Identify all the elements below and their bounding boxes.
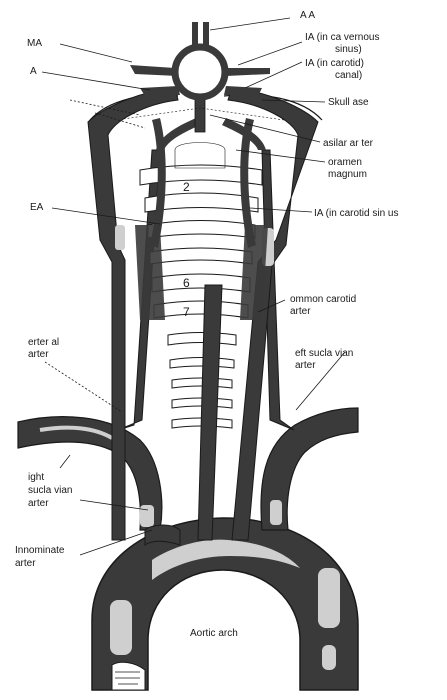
vertebra-label-c7: 7 xyxy=(183,305,190,319)
label-a: A xyxy=(30,66,37,77)
label-common-carotid-2: arter xyxy=(290,306,311,317)
label-basilar-artery: asilar ar ter xyxy=(323,138,374,149)
vertebra-label-c6: 6 xyxy=(183,276,190,290)
label-innominate-2: arter xyxy=(15,558,36,569)
label-common-carotid: ommon carotid xyxy=(290,294,356,305)
left-subclavian-artery xyxy=(261,408,358,530)
label-ia-carotid-sinus: IA (in carotid sin us xyxy=(314,208,398,219)
label-right-subclavian: ight xyxy=(28,472,44,483)
label-ia-carotid-canal: IA (in carotid) xyxy=(305,58,364,69)
label-a-a: A A xyxy=(300,10,315,21)
vertebra-outlines xyxy=(175,143,225,169)
aortic-arch xyxy=(92,518,358,690)
label-vertebral-artery-2: arter xyxy=(28,349,49,360)
label-right-subclavian-2: sucla vian xyxy=(28,485,72,496)
label-vertebral-artery: erter al xyxy=(28,337,59,348)
label-left-subclavian-2: arter xyxy=(295,360,316,371)
label-foramen: oramen xyxy=(328,157,362,168)
label-foramen-2: magnum xyxy=(328,169,367,180)
label-ia-cavernous-2: sinus) xyxy=(335,44,362,55)
vertebra-label-c2: 2 xyxy=(183,180,190,194)
label-aortic-arch: Aortic arch xyxy=(190,628,238,639)
common-carotid-central xyxy=(198,285,222,540)
label-ia-carotid-canal-2: canal) xyxy=(335,70,362,81)
label-ea: EA xyxy=(30,202,44,213)
label-left-subclavian: eft sucla vian xyxy=(295,348,353,359)
label-innominate: Innominate xyxy=(15,545,65,556)
label-right-subclavian-3: arter xyxy=(28,498,49,509)
label-ia-cavernous: IA (in ca vernous xyxy=(305,32,379,43)
label-skull-base: Skull ase xyxy=(328,97,369,108)
internal-carotid-arteries xyxy=(135,118,268,320)
label-ma: MA xyxy=(27,38,42,49)
